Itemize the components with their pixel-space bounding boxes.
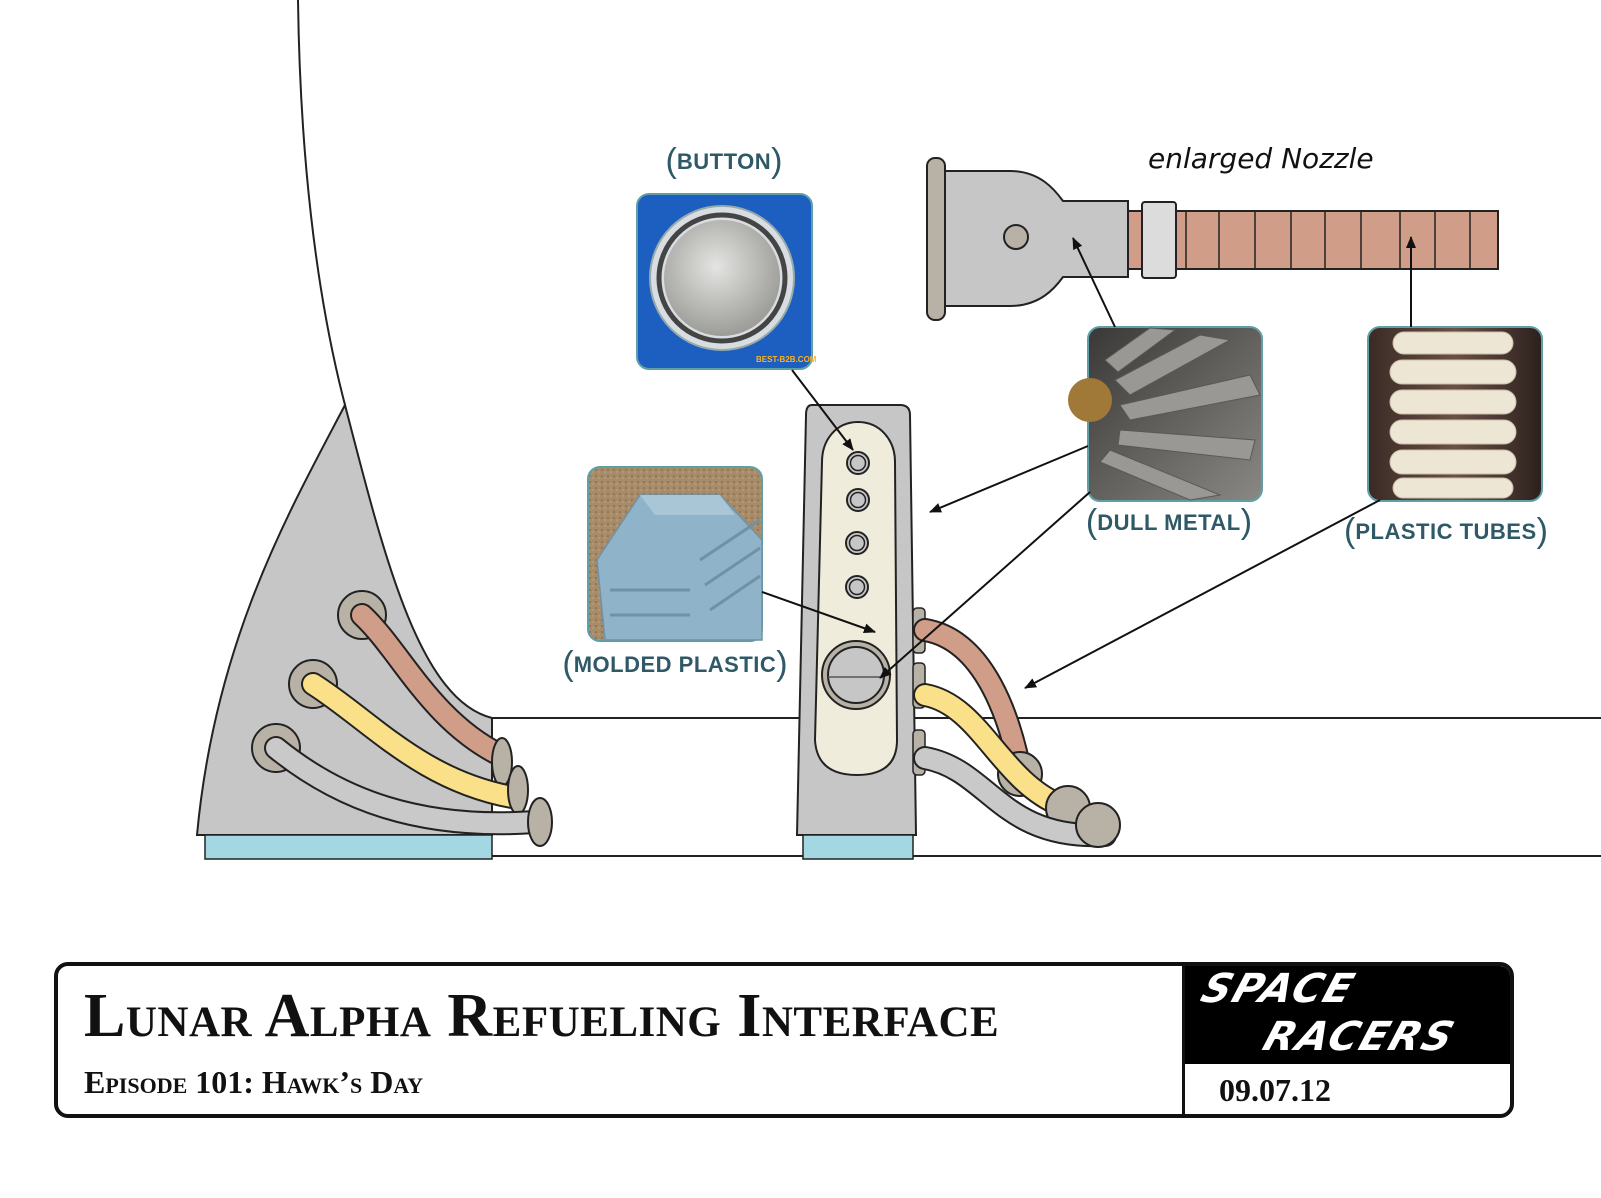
molded-plastic-photo [587,466,763,642]
callout-molded-plastic-label: (MOLDED PLASTIC) [562,645,787,683]
left-gray-tube [251,723,553,847]
callout-dull-metal-label: (DULL METAL) [1086,503,1252,541]
paren-close: ) [1241,503,1252,541]
left-fin-housing [195,402,553,860]
right-yellow-tube [913,683,1091,831]
drawing-title: Lunar Alpha Refueling Interface [84,982,1000,1050]
turbine-photo [1068,326,1263,502]
bellows-photo [1367,326,1543,502]
callout-plastic-tubes-text: PLASTIC TUBES [1355,519,1536,544]
small-button-2[interactable] [846,488,870,512]
paren-close: ) [776,645,787,683]
episode-subtitle: Episode 101: Hawk’s Day [84,1064,424,1100]
right-gray-tube [913,746,1121,848]
left-base-pad [204,834,493,860]
paren-close: ) [1537,512,1548,550]
nozzle-hose [1127,210,1499,270]
fuel-console [795,404,1121,860]
watermark-text: BEST-B2B.COM [756,355,817,364]
console-base-pad [802,834,914,860]
small-button-3[interactable] [845,531,869,555]
space-racers-logo: SPACE RACERS [1182,966,1510,1064]
callout-dull-metal-text: DULL METAL [1097,510,1241,535]
paren-open: ( [1086,503,1098,541]
small-button-1[interactable] [846,451,870,475]
arrow-dull-metal-console [929,445,1089,513]
drawing-date: 09.07.12 [1219,1072,1331,1108]
paren-close: ) [771,142,782,180]
left-copper-tube [337,590,513,787]
arrow-dull-metal-socket [879,491,1091,679]
hull-curve [297,0,346,406]
nozzle-collar [1141,201,1177,279]
callout-button-text: BUTTON [677,149,771,174]
arrow-molded-plastic [761,591,876,634]
paren-open: ( [1344,512,1356,550]
callout-plastic-tubes-label: (PLASTIC TUBES) [1344,512,1548,550]
left-yellow-tube [288,659,529,815]
logo-line-1: SPACE [1195,966,1362,1012]
console-small-buttons [845,451,870,599]
button-photo: BEST-B2B.COM [636,193,817,370]
arrow-plastic-tubes-console [1024,499,1381,689]
callout-molded-plastic-text: MOLDED PLASTIC [574,652,777,677]
logo-line-2: RACERS [1257,1014,1462,1060]
title-block: Lunar Alpha Refueling Interface Episode … [54,962,1514,1118]
paren-open: ( [562,645,574,683]
nozzle-note: enlarged Nozzle [1148,142,1374,175]
paren-open: ( [666,142,678,180]
date-cell: 09.07.12 [1182,1064,1510,1114]
arrow-button [791,369,854,451]
callout-button-label: (BUTTON) [666,142,783,180]
small-button-4[interactable] [845,575,869,599]
nozzle-socket [821,640,891,710]
enlarged-nozzle: enlarged Nozzle [926,142,1499,321]
arrow-dull-metal-nozzle [1072,237,1116,328]
